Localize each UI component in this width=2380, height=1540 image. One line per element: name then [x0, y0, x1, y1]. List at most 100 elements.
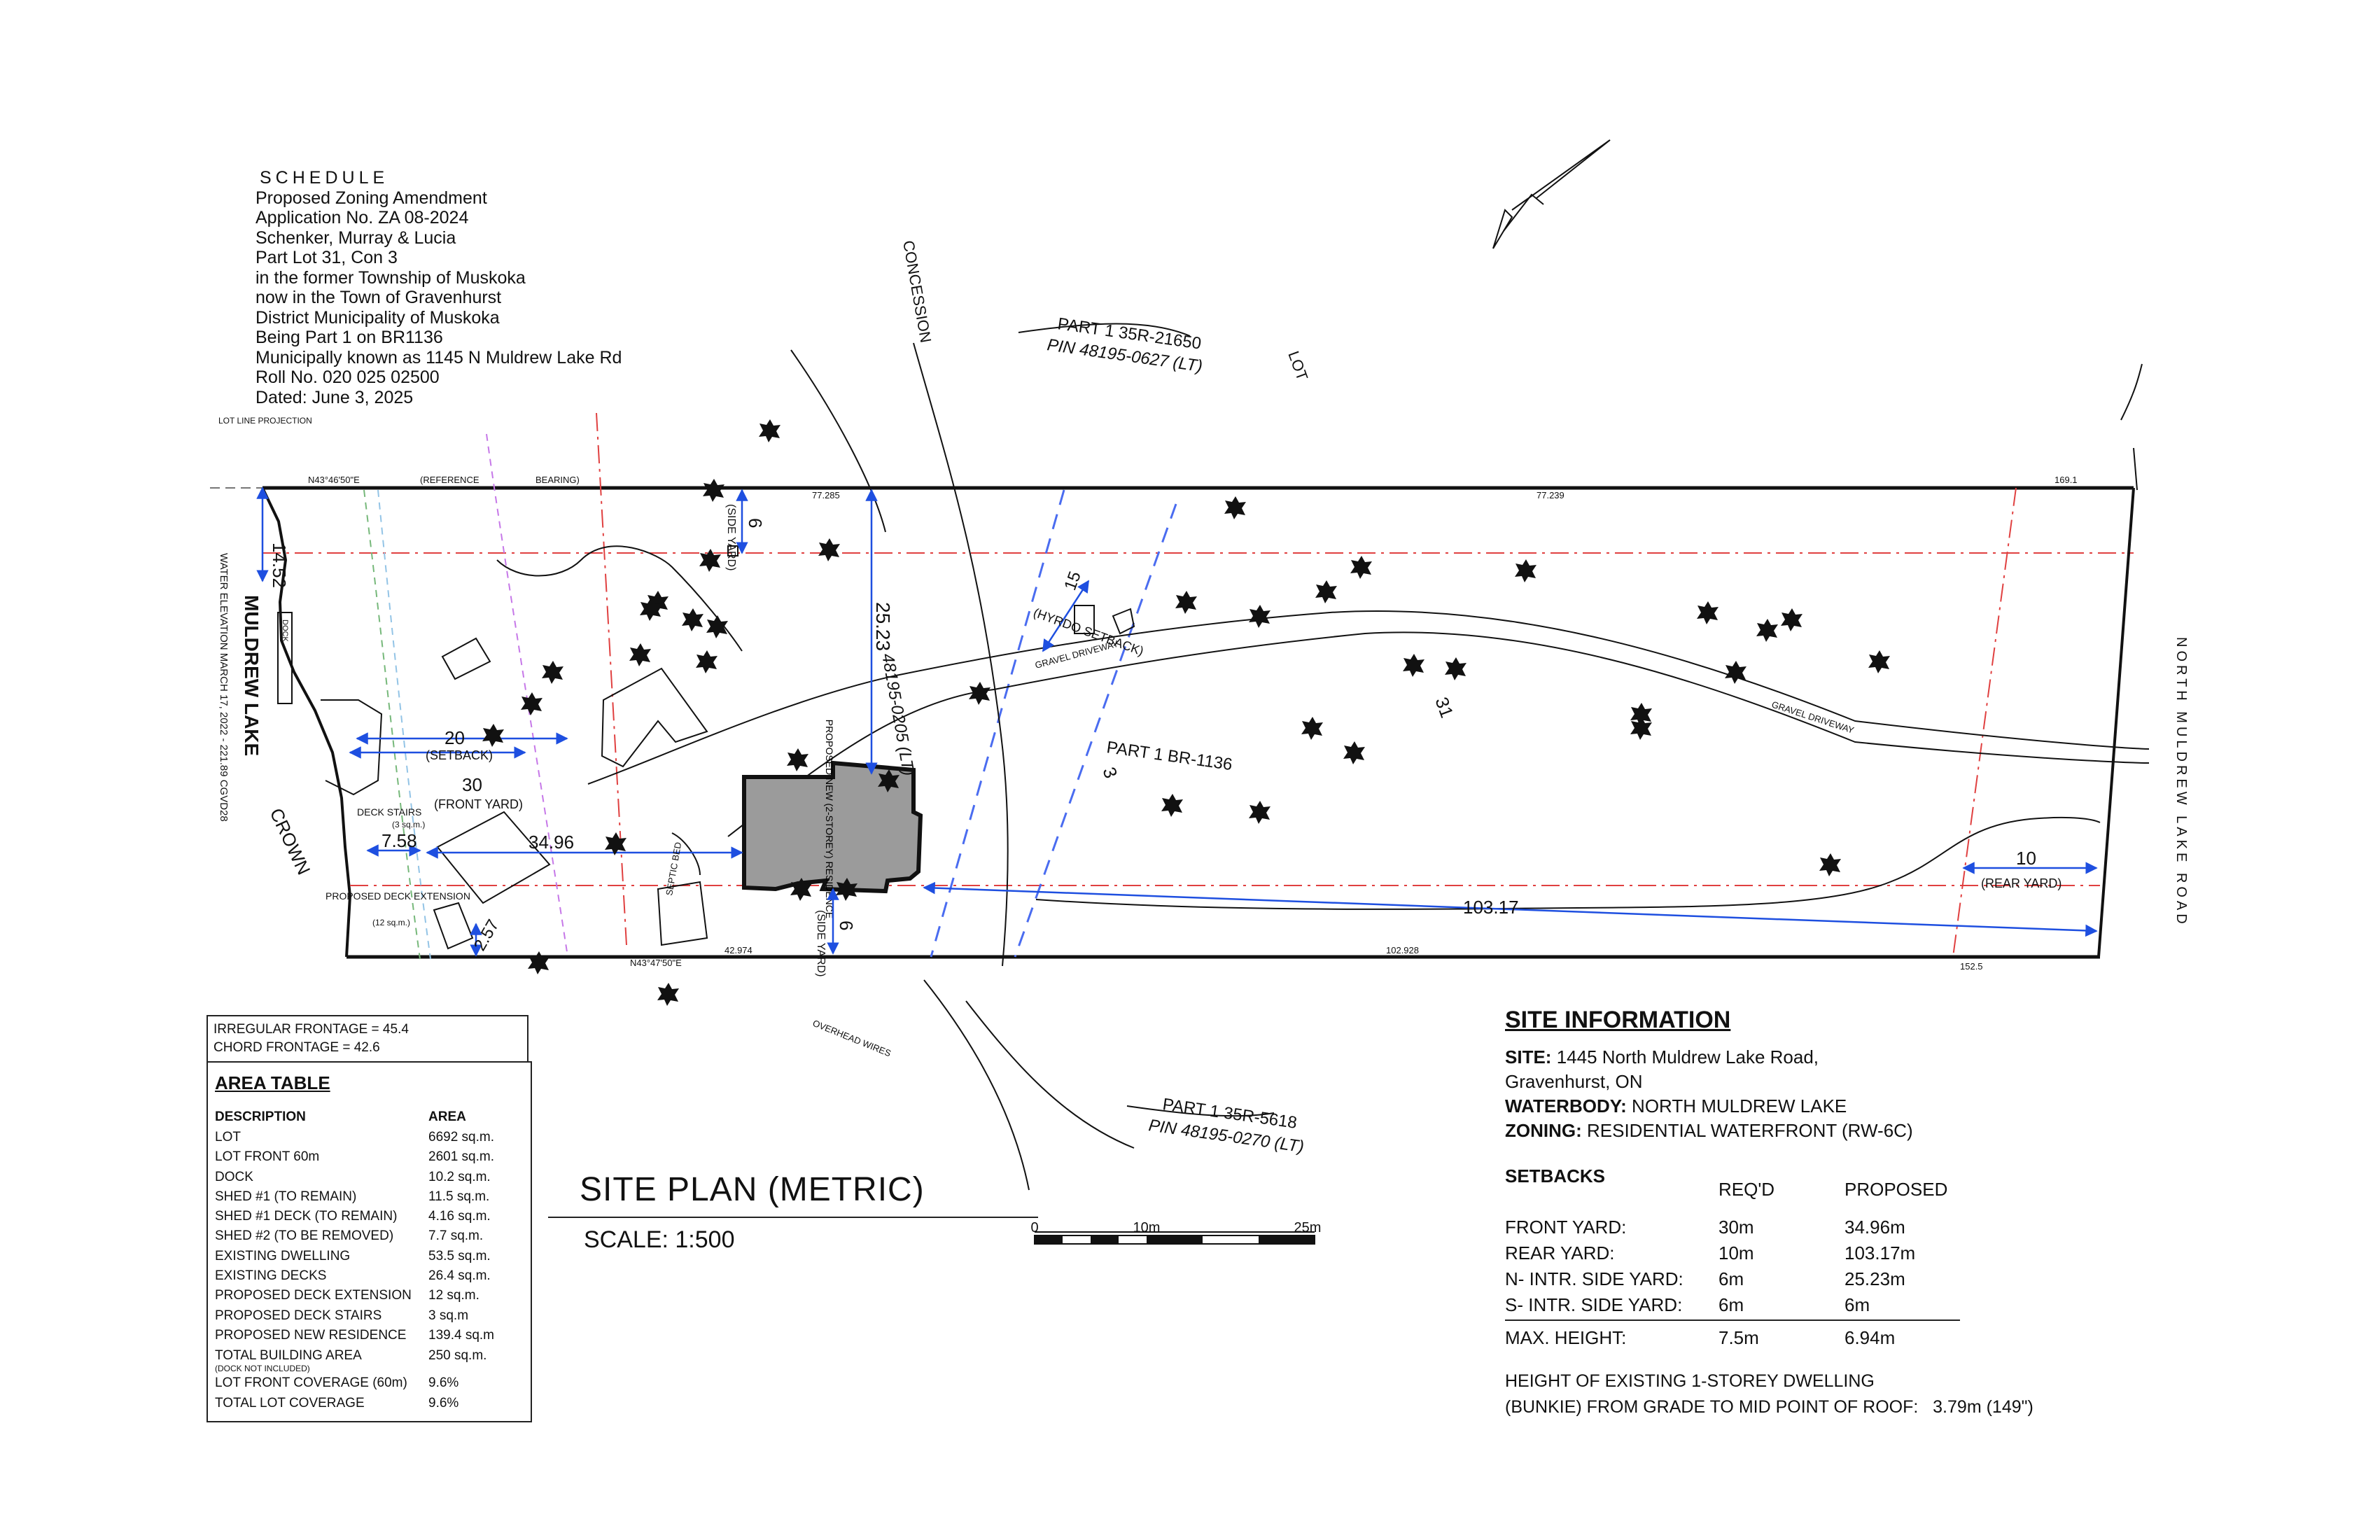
max-height-proposed: 6.94m	[1844, 1327, 1896, 1348]
bearing-top: N43°46'50"E	[308, 475, 360, 485]
schedule-line: in the former Township of Muskoka	[255, 267, 526, 288]
row-area: 139.4 sq.m	[428, 1327, 494, 1343]
height-note-value: 3.79m (149")	[1933, 1397, 2033, 1417]
schedule-line: Proposed Zoning Amendment	[255, 188, 487, 208]
title-underline	[548, 1217, 1038, 1218]
schedule-line: Being Part 1 on BR1136	[255, 328, 443, 347]
septic-label: SEPTIC BED	[664, 841, 683, 897]
row-desc: PROPOSED NEW RESIDENCE	[215, 1327, 407, 1343]
part-middle: PART 1 BR-1136	[1105, 738, 1233, 774]
row-area: 4.16 sq.m.	[428, 1209, 491, 1224]
row-area: 9.6%	[428, 1376, 459, 1391]
table-row: LOT FRONT COVERAGE (60m)9.6%	[215, 1373, 524, 1393]
concession-label: CONCESSION	[899, 239, 934, 344]
height-note-text: (BUNKIE) FROM GRADE TO MID POINT OF ROOF…	[1505, 1397, 1919, 1417]
bearing-bottom: N43°47'50"E	[630, 958, 682, 968]
schedule-line: Application No. ZA 08-2024	[255, 208, 469, 227]
setback-proposed: 6m	[1844, 1294, 1870, 1315]
dock	[277, 612, 293, 704]
lot-line-projection: LOT LINE PROJECTION	[218, 416, 312, 426]
chord-frontage: CHORD FRONTAGE = 42.6	[214, 1040, 380, 1055]
dim-side-s-label: (SIDE YARD)	[815, 910, 827, 976]
dim-hydro: 15	[1060, 569, 1085, 593]
dim-side-n: 25.23	[872, 602, 894, 651]
deck-stairs-label: DECK STAIRS	[357, 806, 421, 818]
row-desc: SHED #1 (TO REMAIN)	[215, 1189, 357, 1204]
dim-setback-label: (SETBACK)	[426, 748, 493, 762]
shoreline	[261, 487, 352, 958]
table-row: DOCK 10.2 sq.m.	[215, 1168, 524, 1187]
row-desc: PROPOSED DECK EXTENSION	[215, 1288, 412, 1303]
lot-number: 31	[1431, 694, 1457, 720]
top-line-2: 77.239	[1536, 490, 1564, 500]
schedule-heading: SCHEDULE	[260, 168, 389, 188]
table-row: PROPOSED NEW RESIDENCE 139.4 sq.m	[215, 1326, 524, 1345]
table-row: SHED #1 DECK (TO REMAIN) 4.16 sq.m.	[215, 1207, 524, 1226]
dim-1452: 14.52	[269, 542, 290, 588]
setback-required: 30m	[1718, 1217, 1754, 1238]
table-row: PROPOSED DECK EXTENSION 12 sq.m.	[215, 1286, 524, 1306]
crown-label: CROWN	[266, 805, 315, 878]
setbacks-header: SETBACKS REQ'D PROPOSED	[1505, 1166, 1960, 1200]
setback-proposed: 25.23m	[1844, 1268, 1905, 1289]
row-area: 10.2 sq.m.	[428, 1169, 491, 1184]
dim-side-top-label: (SIDE YARD)	[725, 504, 737, 570]
row-area: 11.5 sq.m.	[428, 1189, 490, 1204]
deck-stairs-area: (3 sq.m.)	[392, 820, 425, 830]
bottom-line-3: 152.5	[1960, 961, 1983, 972]
lake-name: MULDREW LAKE	[241, 595, 262, 756]
col-proposed: PROPOSED	[1844, 1179, 1948, 1200]
north-arrow-icon	[1492, 139, 1611, 249]
scale-bar-0: 0	[1030, 1220, 1038, 1236]
row-desc: TOTAL LOT COVERAGE	[215, 1395, 365, 1410]
height-note: HEIGHT OF EXISTING 1-STOREY DWELLING (BU…	[1505, 1368, 2033, 1420]
dim-side-s: 6	[836, 920, 857, 930]
scale-bar-10m: 10m	[1133, 1220, 1161, 1236]
setback-label: S- INTR. SIDE YARD:	[1505, 1294, 1683, 1315]
dim-front-proposed: 34.96	[528, 832, 574, 853]
setback-label: REAR YARD:	[1505, 1242, 1615, 1264]
row-area: 3 sq.m	[428, 1308, 469, 1323]
schedule-line: District Municipality of Muskoka	[255, 307, 500, 328]
row-desc: TOTAL BUILDING AREA	[215, 1348, 362, 1364]
row-desc: SHED #1 DECK (TO REMAIN)	[215, 1209, 398, 1224]
area-table-title: AREA TABLE	[215, 1072, 330, 1093]
row-desc: SHED #2 (TO BE REMOVED)	[215, 1228, 394, 1244]
scale-bar	[1034, 1231, 1315, 1245]
dock-label: DOCK	[281, 620, 289, 642]
bottom-line-1: 42.974	[724, 945, 752, 955]
row-desc: EXISTING DECKS	[215, 1268, 327, 1284]
site-info-heading: SITE INFORMATION	[1505, 1007, 1731, 1033]
plan-scale: SCALE: 1:500	[584, 1226, 735, 1253]
row-area: 250 sq.m.	[428, 1348, 487, 1364]
plan-title: SITE PLAN (METRIC)	[580, 1171, 925, 1208]
deck-ext-label: PROPOSED DECK EXTENSION	[326, 890, 470, 902]
setbacks-divider	[1505, 1320, 1960, 1321]
schedule-block: SCHEDULE Proposed Zoning Amendment Appli…	[255, 168, 622, 407]
max-height-required: 7.5m	[1718, 1327, 1759, 1348]
overhead-wires-label: OVERHEAD WIRES	[811, 1018, 892, 1059]
property-boundary	[262, 447, 2138, 959]
frontage-box: IRREGULAR FRONTAGE = 45.4 CHORD FRONTAGE…	[206, 1015, 528, 1063]
height-note-line-2: (BUNKIE) FROM GRADE TO MID POINT OF ROOF…	[1505, 1394, 2033, 1420]
row-desc: PROPOSED DECK STAIRS	[215, 1308, 382, 1323]
dim-setback: 20	[444, 727, 465, 748]
row-area: 7.7 sq.m.	[428, 1228, 484, 1244]
row-desc: DOCK	[215, 1169, 253, 1184]
dim-front-label: (FRONT YARD)	[434, 797, 523, 811]
bottom-line-2: 102.928	[1386, 945, 1419, 955]
dimension-lines	[256, 486, 2098, 957]
row-area: 2601 sq.m.	[428, 1149, 494, 1165]
setback-proposed: 34.96m	[1844, 1217, 1905, 1238]
row-area: 53.5 sq.m.	[428, 1248, 491, 1264]
col-area: AREA	[428, 1110, 466, 1124]
dim-rear-proposed: 103.17	[1463, 897, 1519, 918]
row-area: 12 sq.m.	[428, 1288, 479, 1303]
setback-proposed: 103.17m	[1844, 1242, 1916, 1264]
